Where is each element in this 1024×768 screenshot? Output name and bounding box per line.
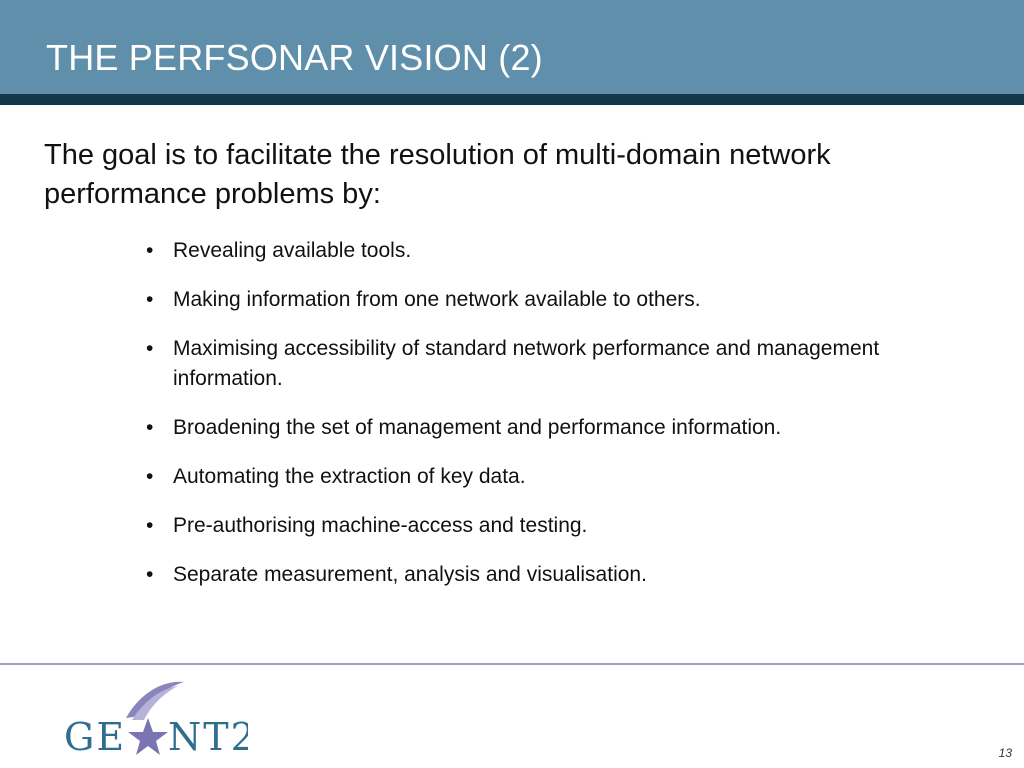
bullet-text: Separate measurement, analysis and visua… (173, 563, 647, 586)
logo-star (128, 718, 168, 755)
bullet-icon: • (146, 416, 154, 439)
bullet-list: • Revealing available tools. • Making in… (146, 236, 946, 609)
bullet-text: Revealing available tools. (173, 239, 412, 262)
bullet-icon: • (146, 288, 154, 311)
logo-swoosh-inner (132, 686, 178, 720)
logo-letters-right: NT2 (168, 715, 248, 759)
list-item: • Automating the extraction of key data. (146, 462, 946, 492)
list-item: • Making information from one network av… (146, 285, 946, 315)
bullet-text: Maximising accessibility of standard net… (173, 337, 880, 390)
star-swoosh-icon (128, 718, 168, 755)
bullet-icon: • (146, 239, 154, 262)
bullet-icon: • (146, 337, 154, 360)
bullet-icon: • (146, 465, 154, 488)
intro-text: The goal is to facilitate the resolution… (44, 139, 831, 210)
geant2-logo-graphic: GE NT2 (64, 681, 248, 759)
bullet-text: Automating the extraction of key data. (173, 465, 526, 488)
list-item: • Separate measurement, analysis and vis… (146, 560, 946, 590)
title-bar (0, 0, 1024, 94)
bullet-icon: • (146, 514, 154, 537)
list-item: • Maximising accessibility of standard n… (146, 334, 946, 394)
bullet-text: Making information from one network avai… (173, 288, 701, 311)
footer-divider (0, 663, 1024, 665)
bullet-text: Pre-authorising machine-access and testi… (173, 514, 588, 537)
bullet-icon: • (146, 563, 154, 586)
geant2-logo: GE NT2 (62, 676, 248, 760)
slide-title: THE PERFSONAR VISION (2) (46, 37, 543, 78)
list-item: • Pre-authorising machine-access and tes… (146, 511, 946, 541)
list-item: • Revealing available tools. (146, 236, 946, 266)
title-stripe (0, 94, 1024, 105)
page-number: 13 (998, 746, 1012, 760)
bullet-text: Broadening the set of management and per… (173, 416, 782, 439)
logo-letters-left: GE (64, 715, 126, 759)
list-item: • Broadening the set of management and p… (146, 413, 946, 443)
